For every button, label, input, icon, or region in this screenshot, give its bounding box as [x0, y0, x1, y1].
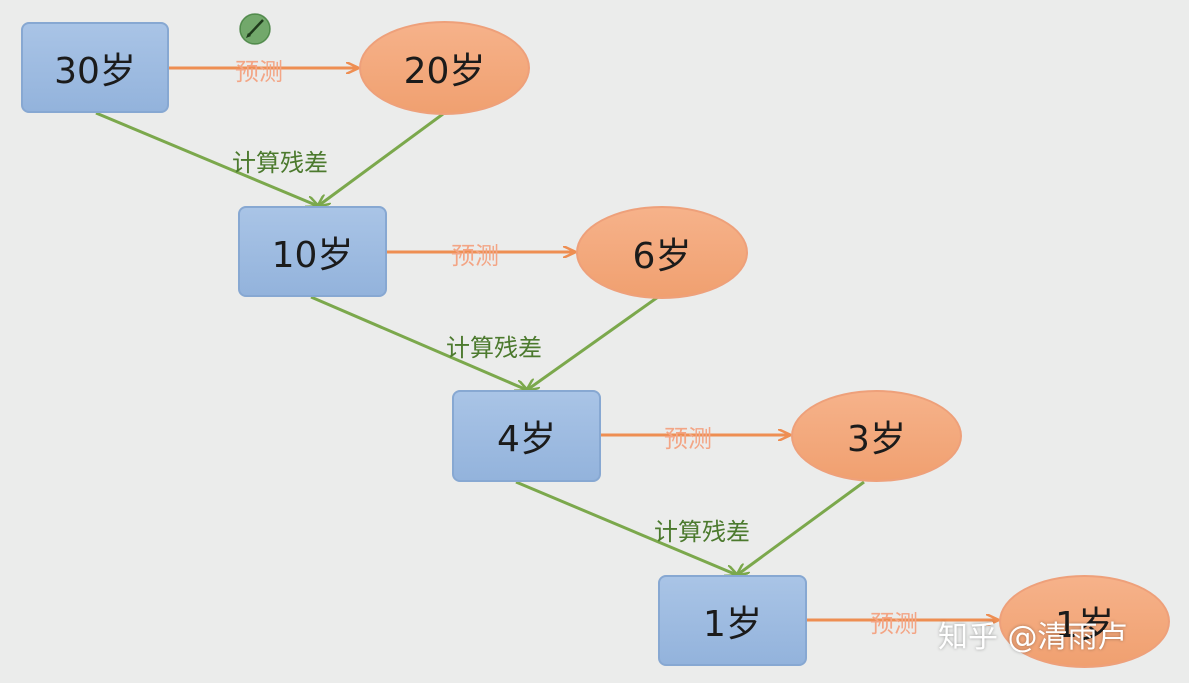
residual-arrow-1b: [318, 112, 444, 206]
prediction-ellipse-2: 6岁: [576, 206, 748, 299]
predict-label: 预测: [870, 610, 918, 638]
residual-label: 计算残差: [446, 334, 542, 362]
predict-label: 预测: [235, 58, 283, 86]
target-box-2: 10岁: [238, 206, 387, 297]
residual-arrow-2a: [310, 295, 527, 390]
prediction-ellipse-3: 3岁: [791, 390, 962, 482]
residual-arrow-1a: [95, 111, 318, 206]
target-box-4: 1岁: [658, 575, 807, 666]
pen-marker-icon: [235, 9, 275, 49]
residual-arrow-3a: [515, 480, 737, 575]
prediction-ellipse-1: 20岁: [359, 21, 530, 115]
residual-arrow-2b: [527, 295, 659, 390]
residual-label: 计算残差: [232, 149, 328, 177]
residual-label: 计算残差: [654, 518, 750, 546]
watermark: 知乎 @清雨卢: [938, 620, 1128, 655]
predict-label: 预测: [664, 425, 712, 453]
target-box-3: 4岁: [452, 390, 601, 482]
prediction-ellipse-4: 1岁: [999, 575, 1170, 668]
target-box-1: 30岁: [21, 22, 169, 113]
predict-label: 预测: [451, 242, 499, 270]
residual-arrow-3b: [737, 480, 865, 575]
